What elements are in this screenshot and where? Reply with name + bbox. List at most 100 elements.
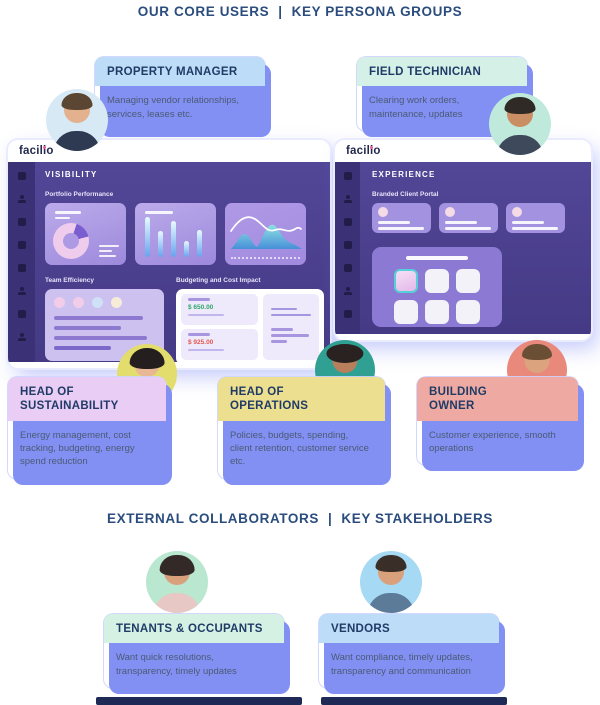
client-card (372, 203, 431, 233)
window-topbar: facilio (335, 140, 591, 162)
gallery-icon (343, 218, 352, 226)
bottom-header-right: KEY STAKEHOLDERS (341, 511, 493, 526)
client-text-line (378, 227, 424, 230)
client-card-row (372, 203, 579, 233)
facilio-window-experience: facilio EXPERIENCE Branded Client Portal (335, 140, 591, 340)
avatar-shoulders (53, 131, 101, 151)
header-separator: | (278, 4, 283, 19)
app-tile (425, 268, 449, 293)
budget-item-negative: $ 925.00 (181, 329, 258, 360)
facilio-logo: facilio (346, 145, 381, 157)
member-circle (54, 297, 65, 308)
card-base-shadow (96, 697, 302, 705)
avatar-hair (61, 93, 93, 111)
client-card (439, 203, 498, 233)
bell-icon (17, 172, 26, 180)
bottom-header-left: EXTERNAL COLLABORATORS (107, 511, 319, 526)
bar (145, 217, 150, 257)
persona-title: BUILDING OWNER (429, 386, 487, 413)
card-header-band: TENANTS & OCCUPANTS (104, 614, 284, 644)
branded-client-portal-label: Branded Client Portal (372, 191, 439, 198)
document-icon (343, 241, 352, 249)
card-header-band: FIELD TECHNICIAN (357, 57, 527, 87)
screen-title: VISIBILITY (45, 170, 98, 179)
budget-line (188, 348, 224, 351)
persona-description: Want quick resolutions, transparency, ti… (116, 652, 237, 677)
dashboard-main: VISIBILITY Portfolio Performance (35, 162, 330, 365)
property-manager-avatar (46, 89, 108, 151)
client-avatar-dot (378, 207, 388, 217)
persona-description: Want compliance, timely updates, transpa… (331, 652, 473, 677)
top-header-right: KEY PERSONA GROUPS (291, 4, 463, 19)
avatar-hair (159, 555, 195, 577)
team-progress-bars (54, 316, 155, 350)
user-icon (343, 195, 352, 203)
facilio-logo: facilio (19, 145, 54, 157)
bar (171, 221, 176, 257)
top-header-left: OUR CORE USERS (137, 4, 270, 19)
app-tile (456, 299, 480, 324)
header-separator: | (327, 511, 333, 526)
client-text-line (378, 221, 410, 224)
persona-card-property-manager: PROPERTY MANAGER Managing vendor relatio… (95, 57, 271, 137)
budget-line (188, 298, 210, 301)
client-text-line (445, 227, 491, 230)
top-section-header: OUR CORE USERS | KEY PERSONA GROUPS (0, 4, 600, 19)
bar-chart-card (135, 203, 216, 265)
bar (184, 241, 189, 257)
cloud-icon (343, 264, 352, 272)
tools-icon (17, 310, 26, 318)
chart-caption-line (55, 211, 81, 214)
budget-summary-column (263, 294, 319, 360)
persona-card-head-of-sustainability: HEAD OF SUSTAINABILITY Energy management… (8, 377, 172, 485)
avatar-shoulders (153, 593, 201, 613)
persona-description: Customer experience, smooth operations (429, 429, 556, 455)
client-text-line (512, 221, 544, 224)
chart-row (45, 203, 324, 265)
facilio-window-visibility: facilio VISIBILITY Portfolio Performance (8, 140, 330, 368)
sidebar (8, 162, 35, 362)
member-circle (73, 297, 84, 308)
app-tile (456, 268, 480, 293)
area-chart-card (225, 203, 306, 265)
card-base-shadow (321, 697, 507, 705)
budget-label: Budgeting and Cost Impact (176, 277, 261, 284)
member-icon (17, 333, 26, 341)
budget-amount-negative: $ 925.00 (188, 338, 214, 346)
persona-description: Energy management, cost tracking, budget… (20, 429, 135, 468)
avatar-shoulders (496, 135, 544, 155)
cloud-icon (17, 264, 26, 272)
progress-bar (54, 336, 147, 340)
persona-title: FIELD TECHNICIAN (369, 66, 482, 78)
client-avatar-dot (445, 207, 455, 217)
chart-caption-line (55, 217, 70, 219)
client-avatar-dot (512, 207, 522, 217)
persona-title: VENDORS (331, 623, 390, 635)
avatar-hair (504, 97, 536, 115)
field-technician-avatar (489, 93, 551, 155)
avatar-shoulders (367, 593, 415, 613)
bar-chart (145, 215, 206, 257)
persona-card-head-of-operations: HEAD OF OPERATIONS Policies, budgets, sp… (218, 377, 391, 485)
progress-bar (54, 326, 121, 330)
bell-icon (343, 172, 352, 180)
member-circle (111, 297, 122, 308)
persona-card-tenants-occupants: TENANTS & OCCUPANTS Want quick resolutio… (104, 614, 290, 694)
tenants-occupants-avatar (146, 551, 208, 613)
persona-title: HEAD OF SUSTAINABILITY (20, 386, 119, 413)
gallery-icon (17, 218, 26, 226)
chart-caption-line (145, 211, 173, 214)
tools-icon (343, 310, 352, 318)
team-efficiency-label: Team Efficiency (45, 277, 95, 284)
bar (158, 231, 163, 257)
budget-item-positive: $ 650.00 (181, 294, 258, 325)
document-icon (17, 241, 26, 249)
client-text-line (512, 227, 558, 230)
avatar-hair (129, 348, 165, 369)
budget-amount-positive: $ 650.00 (188, 303, 214, 311)
area-chart (230, 216, 302, 249)
portal-main: EXPERIENCE Branded Client Portal (360, 162, 591, 334)
summary-lines (271, 328, 311, 343)
team-avatars (54, 297, 155, 308)
